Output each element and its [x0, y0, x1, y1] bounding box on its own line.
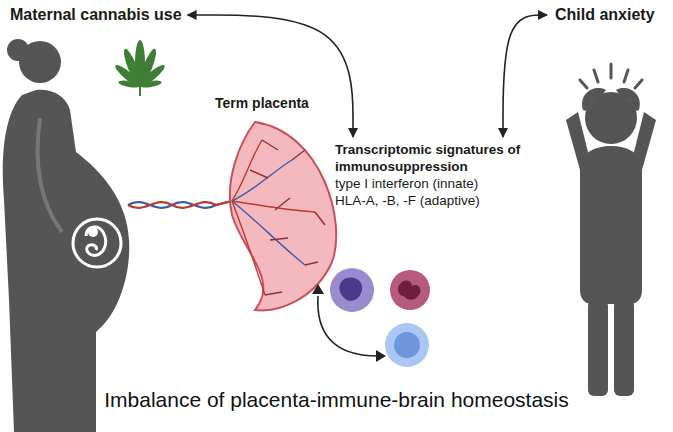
label-node: Child anxiety: [553, 3, 657, 27]
caption: Imbalance of placenta-immune-brain homeo…: [0, 388, 673, 412]
pregnant-woman: [3, 39, 129, 432]
node-text: Maternal cannabis use: [10, 5, 182, 25]
cannabis-leaf: [113, 40, 167, 96]
node-text: Child anxiety: [555, 5, 655, 25]
immune-cells: [330, 268, 430, 367]
double-arrow: [503, 15, 547, 137]
label-node: Transcriptomic signatures of immunosuppr…: [333, 140, 555, 212]
node-text: Transcriptomic signatures of immunosuppr…: [335, 142, 553, 176]
node-text: HLA-A, -B, -F (adaptive): [335, 193, 553, 210]
double-arrow: [188, 15, 353, 137]
child-figure: [566, 64, 656, 396]
label-node: Maternal cannabis use: [8, 3, 184, 27]
placenta: [230, 122, 336, 310]
node-text: type I interferon (innate): [335, 176, 553, 193]
label-node: Term placenta: [213, 93, 311, 115]
umbilical-cord: [128, 201, 232, 208]
node-text: Term placenta: [215, 95, 309, 113]
